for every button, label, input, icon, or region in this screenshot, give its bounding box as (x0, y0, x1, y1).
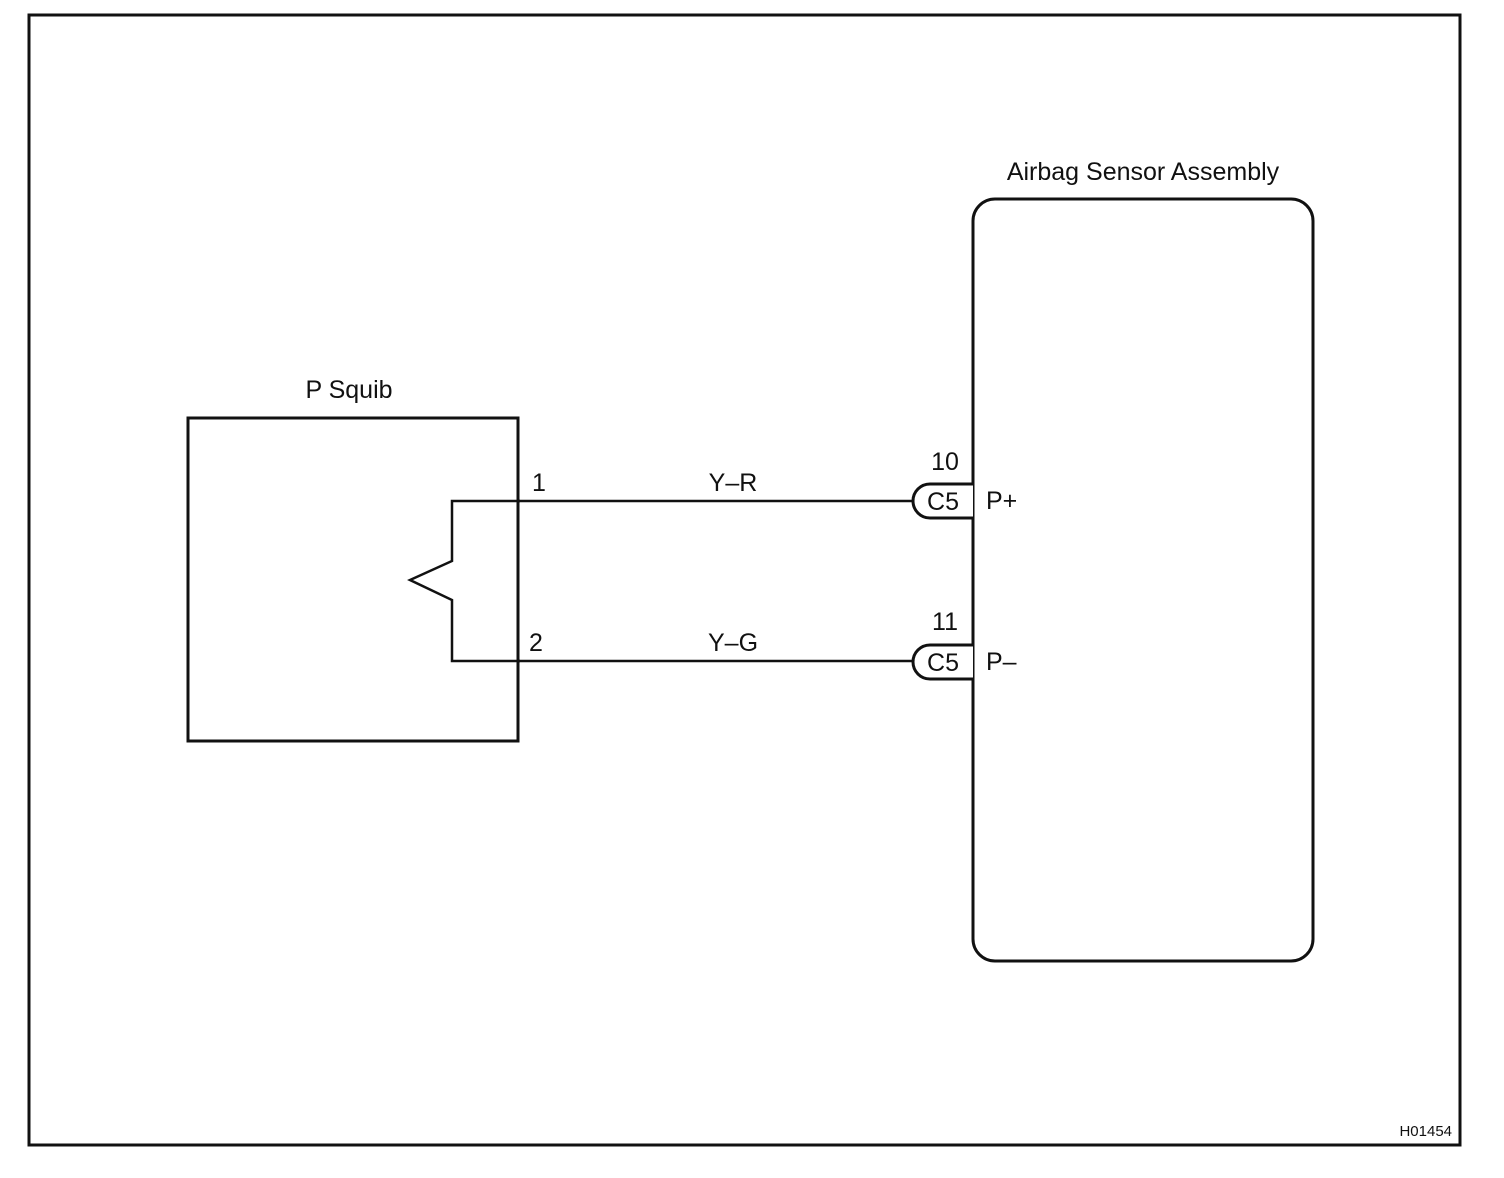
connector-code: C5 (927, 649, 959, 677)
connector-symbol (911, 482, 973, 520)
terminal-name: P+ (986, 487, 1017, 515)
terminal-name: P– (986, 648, 1017, 676)
squib-element-symbol (407, 499, 520, 663)
sensor-box (971, 197, 1315, 963)
reference-code: H01454 (1399, 1123, 1452, 1140)
squib-component: P Squib (186, 376, 520, 743)
connector-symbol (911, 643, 973, 681)
diagram-frame (27, 13, 1462, 1147)
sensor-pin-number: 11 (932, 608, 958, 636)
connector-code: C5 (927, 488, 959, 516)
wire-y-g: 2 Y–G 11 C5 P– (518, 608, 1017, 681)
squib-pin-number: 2 (529, 629, 543, 657)
squib-label: P Squib (305, 376, 392, 404)
sensor-component: Airbag Sensor Assembly (971, 158, 1315, 963)
wire-y-r: 1 Y–R 10 C5 P+ (518, 448, 1017, 520)
sensor-label: Airbag Sensor Assembly (1007, 158, 1280, 186)
sensor-pin-number: 10 (931, 448, 959, 476)
wire-color-code: Y–G (708, 629, 758, 657)
squib-box (186, 416, 520, 743)
squib-pin-number: 1 (532, 469, 546, 497)
wire-color-code: Y–R (709, 469, 758, 497)
